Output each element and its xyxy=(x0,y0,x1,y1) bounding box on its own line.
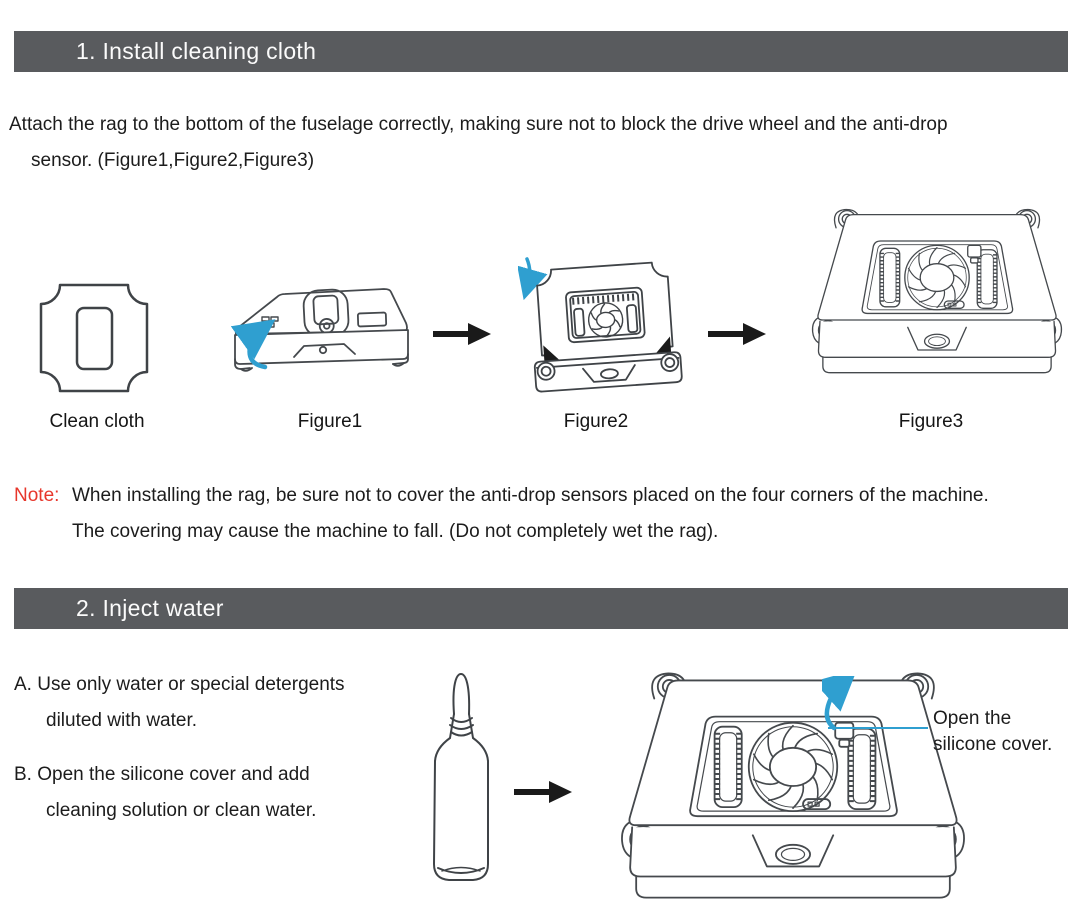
caption-figure3: Figure3 xyxy=(898,411,964,432)
caption-figure2: Figure2 xyxy=(563,411,629,432)
caption-clean-cloth: Clean cloth xyxy=(49,411,145,432)
section2-header-title: 2. Inject water xyxy=(76,595,224,621)
section1-header-bar: 1. Install cleaning cloth xyxy=(14,31,1068,72)
item-b-line2: cleaning solution or clean water. xyxy=(46,800,317,821)
item-a-line1: A. Use only water or special detergents xyxy=(14,674,345,695)
clean-cloth-illustration xyxy=(38,282,150,394)
note-label: Note: xyxy=(14,485,60,506)
bottle-illustration xyxy=(418,668,503,896)
arrow-right-icon xyxy=(433,321,491,347)
figure3-illustration xyxy=(798,200,1076,380)
callout-line1: Open the xyxy=(933,708,1012,729)
note-line2: The covering may cause the machine to fa… xyxy=(72,521,719,542)
figure1-illustration xyxy=(222,274,422,396)
section1-header-title: 1. Install cleaning cloth xyxy=(76,38,317,64)
caption-figure1: Figure1 xyxy=(297,411,363,432)
arrow-right-icon xyxy=(708,321,766,347)
note-line1: When installing the rag, be sure not to … xyxy=(72,485,989,506)
intro-line2: sensor. (Figure1,Figure2,Figure3) xyxy=(31,150,315,171)
callout-line2: silicone cover. xyxy=(933,734,1053,755)
callout-leader-line xyxy=(828,727,928,729)
intro-line1: Attach the rag to the bottom of the fuse… xyxy=(9,114,948,135)
item-b-line1: B. Open the silicone cover and add xyxy=(14,764,310,785)
silicone-cover-callout: Open the silicone cover. xyxy=(933,706,1052,758)
figure2-illustration xyxy=(518,253,693,393)
item-a-line2: diluted with water. xyxy=(46,710,198,731)
arrow-right-icon xyxy=(514,779,572,805)
section2-header-bar: 2. Inject water xyxy=(14,588,1068,629)
blue-curl-arrow-icon xyxy=(822,676,862,732)
robot-bottom-illustration xyxy=(602,660,984,908)
